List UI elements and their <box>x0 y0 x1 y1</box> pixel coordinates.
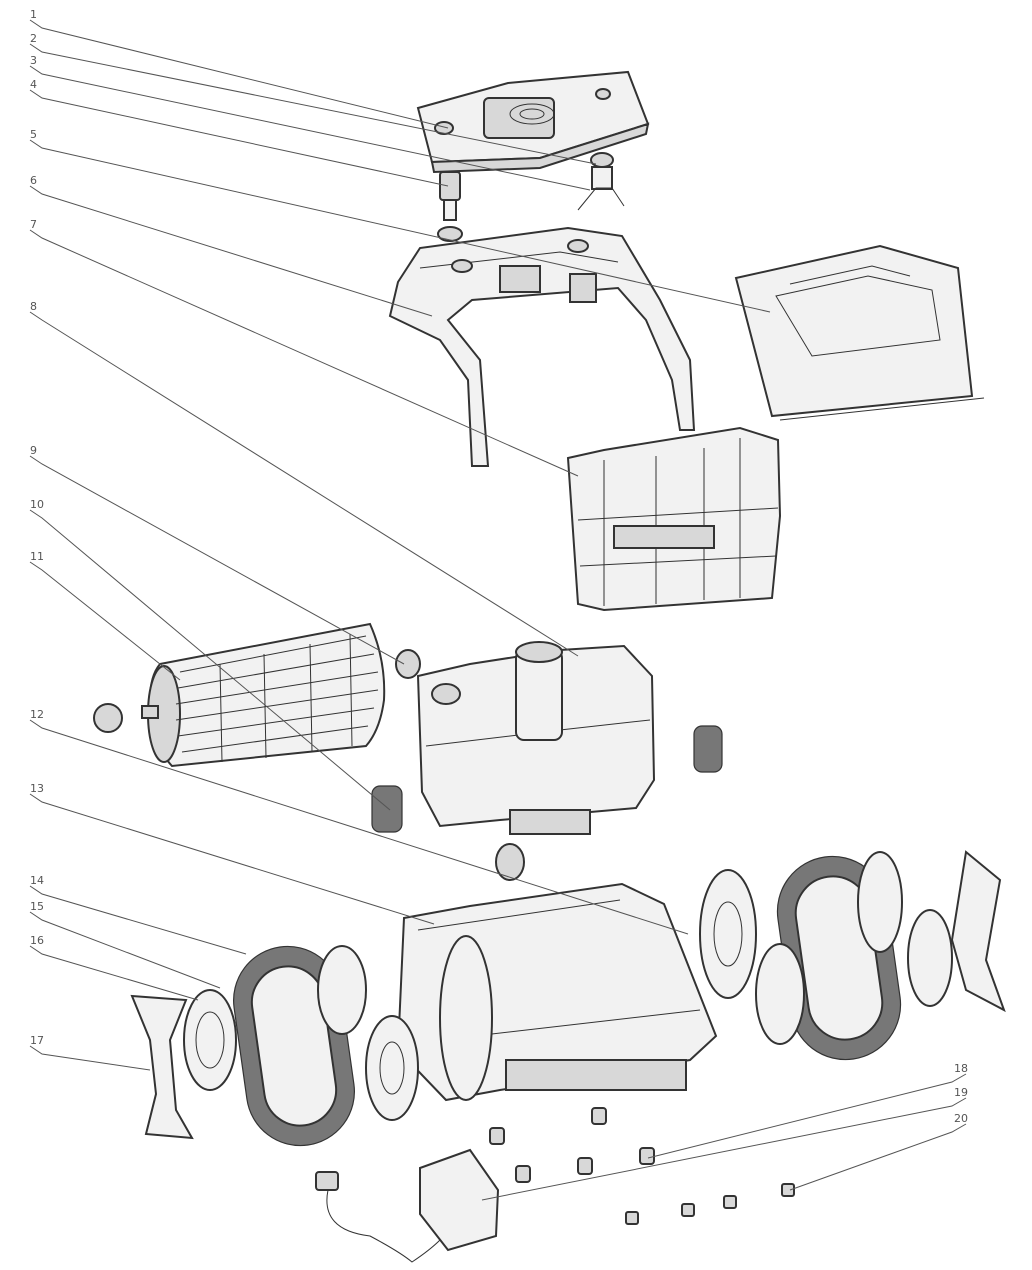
callout-12: 12 <box>30 708 44 721</box>
callout-labels: 1 2 3 4 5 6 7 8 9 10 11 12 13 14 15 16 1… <box>30 8 968 1125</box>
motor-housing <box>416 641 656 835</box>
callout-13: 13 <box>30 782 44 795</box>
callout-6: 6 <box>30 174 37 187</box>
callout-7: 7 <box>30 218 37 231</box>
filter-lid <box>734 244 985 421</box>
power-adapter <box>315 1148 500 1263</box>
callout-15: 15 <box>30 900 44 913</box>
callout-10: 10 <box>30 498 44 511</box>
callout-9: 9 <box>30 444 37 457</box>
callout-11: 11 <box>30 550 44 563</box>
callout-17: 17 <box>30 1034 44 1047</box>
callout-18: 18 <box>954 1062 968 1075</box>
left-track-assembly <box>183 935 493 1147</box>
callout-2: 2 <box>30 32 37 45</box>
top-cover <box>416 70 650 174</box>
knob-parts <box>437 152 625 242</box>
right-track-assembly <box>699 850 1006 1061</box>
callout-3: 3 <box>30 54 37 67</box>
filter-basket <box>566 426 782 612</box>
handle-frame <box>388 226 696 467</box>
callout-20: 20 <box>954 1112 968 1125</box>
callout-1: 1 <box>30 8 37 21</box>
brush-roller <box>93 622 421 768</box>
callout-8: 8 <box>30 300 37 313</box>
pins <box>489 1107 795 1225</box>
callout-4: 4 <box>30 78 37 91</box>
drive-gears <box>371 725 723 881</box>
leader-lines <box>29 19 967 1201</box>
callout-14: 14 <box>30 874 44 887</box>
callout-19: 19 <box>954 1086 968 1099</box>
left-side-plate <box>130 994 194 1140</box>
callout-16: 16 <box>30 934 44 947</box>
callout-5: 5 <box>30 128 37 141</box>
